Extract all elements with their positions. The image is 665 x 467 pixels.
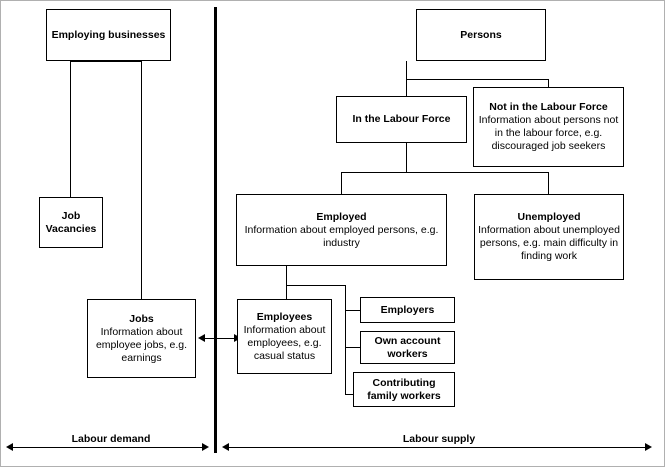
box-persons-title: Persons [460, 28, 502, 41]
box-own-account-workers-title: Own account workers [374, 334, 441, 360]
box-employed-desc: Information about employed persons, e.g.… [244, 223, 439, 249]
box-job-vacancies: Job Vacancies [39, 197, 103, 248]
connector-ilf-down [406, 143, 407, 173]
labour-supply-axis [229, 447, 649, 448]
box-unemployed-title: Unemployed [517, 211, 581, 223]
labour-supply-arrow-right [645, 443, 652, 451]
box-not-in-the-labour-force: Not in the Labour Force Information abou… [473, 87, 624, 167]
box-in-the-labour-force: In the Labour Force [336, 96, 467, 143]
box-unemployed-desc: Information about unemployed persons, e.… [478, 224, 620, 262]
connector-persons-split [406, 79, 549, 80]
box-employed: Employed Information about employed pers… [236, 194, 447, 266]
box-jobs-title: Jobs [129, 312, 154, 325]
connector-eb-to-jobs [141, 61, 142, 299]
box-persons: Persons [416, 9, 546, 61]
labour-demand-arrow-left [6, 443, 13, 451]
connector-ilf-to-employed [341, 172, 342, 194]
box-employers-title: Employers [380, 303, 435, 316]
jobs-employees-arrow-left [198, 334, 205, 342]
labour-demand-label: Labour demand [71, 433, 151, 445]
labour-supply-label: Labour supply [402, 433, 476, 445]
box-jobs: Jobs Information about employee jobs, e.… [87, 299, 196, 378]
box-in-the-labour-force-title: In the Labour Force [352, 113, 451, 125]
box-contributing-family-workers-title: Contributing family workers [367, 376, 441, 402]
connector-ilf-split [341, 172, 549, 173]
connector-employed-down [286, 266, 287, 286]
box-employed-title: Employed [316, 210, 367, 223]
box-not-in-the-labour-force-title: Not in the Labour Force [489, 101, 608, 113]
connector-to-own-account [345, 347, 361, 348]
labour-supply-arrow-left [222, 443, 229, 451]
box-contributing-family-workers: Contributing family workers [353, 372, 455, 407]
labour-demand-arrow-right [202, 443, 209, 451]
connector-employed-split [286, 285, 346, 286]
box-not-in-the-labour-force-desc: Information about persons not in the lab… [478, 114, 619, 152]
box-employees-title: Employees [256, 310, 313, 323]
box-unemployed: Unemployed Information about unemployed … [474, 194, 624, 280]
connector-to-employers [345, 310, 361, 311]
connector-persons-to-nilf [548, 79, 549, 87]
box-employees: Employees Information about employees, e… [237, 299, 332, 374]
box-employees-desc: Information about employees, e.g. casual… [243, 323, 326, 362]
box-employing-businesses: Employing businesses [46, 9, 171, 61]
box-own-account-workers: Own account workers [360, 331, 455, 364]
demand-supply-divider [214, 7, 217, 453]
labour-demand-axis [13, 447, 206, 448]
connector-to-employees [286, 285, 287, 299]
connector-right-trunk [345, 285, 346, 395]
box-employing-businesses-title: Employing businesses [51, 28, 166, 41]
connector-persons-down [406, 61, 407, 80]
connector-eb-split [70, 61, 142, 62]
connector-ilf-to-unemployed [548, 172, 549, 194]
jobs-employees-link [203, 338, 239, 339]
connector-eb-down [70, 61, 71, 197]
box-job-vacancies-title: Job Vacancies [45, 209, 97, 235]
connector-persons-to-ilf [406, 79, 407, 96]
box-jobs-desc: Information about employee jobs, e.g. ea… [95, 325, 188, 364]
box-employers: Employers [360, 297, 455, 323]
